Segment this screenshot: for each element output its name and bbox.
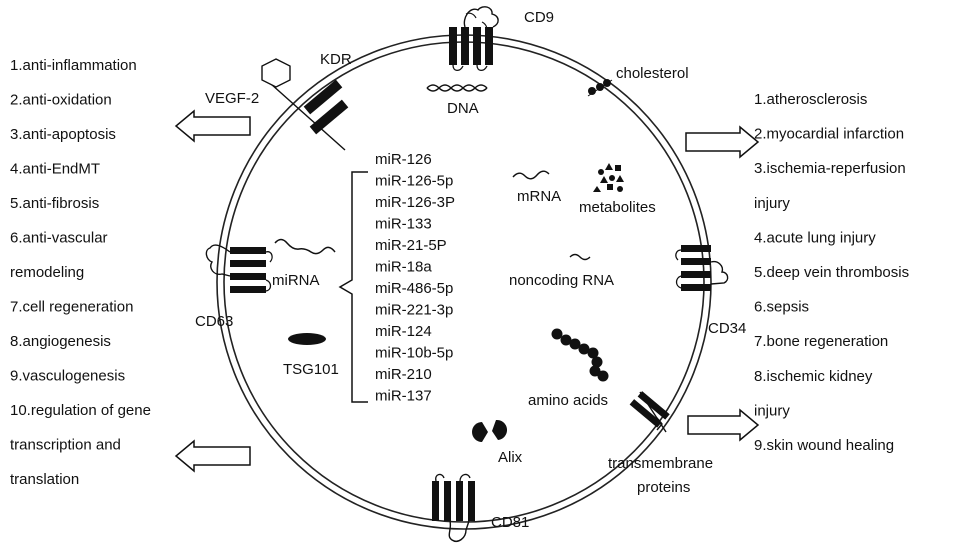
- right-list-item-2: 2.myocardial infarction: [754, 126, 904, 143]
- mirna-item-11: miR-210: [375, 366, 432, 383]
- left-list-item-9: 8.angiogenesis: [10, 333, 111, 350]
- arrow-right-lower: [687, 408, 760, 442]
- right-list-item-7: 6.sepsis: [754, 299, 809, 316]
- arrow-right-upper: [685, 125, 760, 159]
- right-list-item-10: injury: [754, 402, 790, 419]
- cd9-protein: [449, 6, 499, 72]
- tsg101-icon: [288, 333, 326, 345]
- left-list-item-5: 5.anti-fibrosis: [10, 195, 99, 212]
- right-list-item-5: 4.acute lung injury: [754, 229, 876, 246]
- mirna-item-8: miR-221-3p: [375, 302, 453, 319]
- label-vegf2: VEGF-2: [205, 90, 259, 107]
- label-cd9: CD9: [524, 9, 554, 26]
- amino-acids-icon: [551, 328, 609, 382]
- label-cholesterol: cholesterol: [616, 65, 689, 82]
- right-list-item-6: 5.deep vein thrombosis: [754, 264, 909, 281]
- metabolites-icon: [593, 163, 624, 192]
- left-list-item-13: translation: [10, 471, 79, 488]
- mirna-item-2: miR-126-5p: [375, 173, 453, 190]
- alix-icon: [472, 419, 508, 442]
- left-list-item-2: 2.anti-oxidation: [10, 92, 112, 109]
- mirna-item-9: miR-124: [375, 323, 432, 340]
- label-cd63: CD63: [195, 313, 233, 330]
- vegf2-hexagon-icon: [261, 58, 291, 88]
- noncoding-rna-icon: [569, 253, 591, 261]
- left-effects-list: 1.anti-inflammation 2.anti-oxidation 3.ant…: [10, 57, 151, 488]
- label-dna: DNA: [447, 100, 479, 117]
- label-amino-acids: amino acids: [528, 392, 608, 409]
- label-noncoding-rna: noncoding RNA: [509, 272, 614, 289]
- mirna-item-12: miR-137: [375, 388, 432, 405]
- label-tsg101: TSG101: [283, 361, 339, 378]
- right-list-item-11: 9.skin wound healing: [754, 437, 894, 454]
- right-list-item-9: 8.ischemic kidney: [754, 368, 873, 385]
- left-list-item-6: 6.anti-vascular: [10, 230, 108, 247]
- right-list-item-3: 3.ischemia-reperfusion: [754, 160, 906, 177]
- mirna-list: miR-126 miR-126-5p miR-126-3P miR-133 miR-21…: [375, 151, 455, 405]
- label-mrna: mRNA: [517, 188, 561, 205]
- left-list-item-1: 1.anti-inflammation: [10, 57, 137, 74]
- right-list-item-8: 7.bone regeneration: [754, 333, 888, 350]
- cholesterol-icon: [587, 79, 613, 97]
- label-transmembrane-2: proteins: [637, 479, 690, 496]
- left-list-item-7: remodeling: [10, 264, 84, 281]
- label-kdr: KDR: [320, 51, 352, 68]
- label-cd81: CD81: [491, 514, 529, 531]
- cd34-protein: [675, 245, 729, 291]
- transmembrane-protein: [629, 391, 670, 433]
- mirna-item-5: miR-21-5P: [375, 237, 447, 254]
- label-cd34: CD34: [708, 320, 746, 337]
- right-list-item-1: 1.atherosclerosis: [754, 91, 867, 108]
- mirna-item-7: miR-486-5p: [375, 280, 453, 297]
- arrow-left-lower: [174, 439, 251, 473]
- label-transmembrane-1: transmembrane: [608, 455, 713, 472]
- left-list-item-8: 7.cell regeneration: [10, 299, 133, 316]
- left-list-item-10: 9.vasculogenesis: [10, 368, 125, 385]
- label-metabolites: metabolites: [579, 199, 656, 216]
- cd63-protein: [205, 244, 273, 293]
- label-alix: Alix: [498, 449, 523, 466]
- mirna-item-10: miR-10b-5p: [375, 345, 453, 362]
- arrow-left-upper: [174, 109, 251, 143]
- mirna-icon: [274, 238, 336, 255]
- dna-icon: [426, 84, 488, 92]
- left-list-item-12: transcription and: [10, 437, 121, 454]
- left-list-item-4: 4.anti-EndMT: [10, 161, 100, 178]
- mirna-item-6: miR-18a: [375, 259, 432, 276]
- cd81-protein: [432, 473, 475, 542]
- left-list-item-11: 10.regulation of gene: [10, 402, 151, 419]
- left-list-item-3: 3.anti-apoptosis: [10, 126, 116, 143]
- label-mirna: miRNA: [272, 272, 320, 289]
- mirna-brace: [338, 171, 368, 403]
- right-diseases-list: 1.atherosclerosis 2.myocardial infarction…: [754, 91, 909, 454]
- mirna-item-4: miR-133: [375, 216, 432, 233]
- mirna-item-1: miR-126: [375, 151, 432, 168]
- kdr-receptor: [270, 79, 349, 151]
- right-list-item-4: injury: [754, 195, 790, 212]
- mirna-item-3: miR-126-3P: [375, 194, 455, 211]
- mrna-icon: [512, 170, 550, 180]
